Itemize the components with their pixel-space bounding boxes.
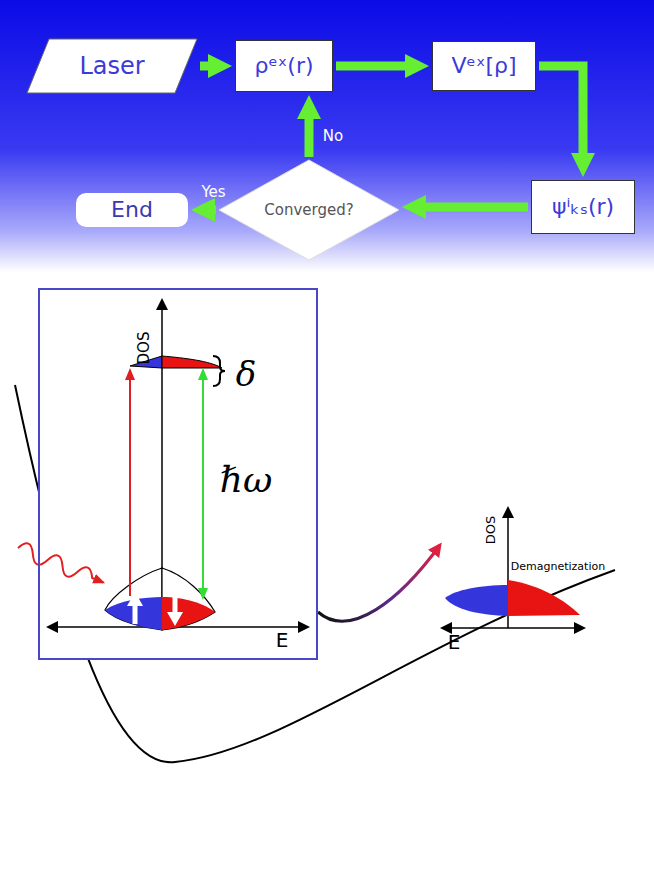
flow-arrow	[336, 62, 409, 71]
demag-spin-down	[508, 580, 580, 616]
photon-energy: ℏω	[220, 462, 273, 498]
flow-arrow	[211, 206, 216, 215]
axis-label: DOS	[484, 516, 497, 545]
node-text: ψⁱₖₛ(r)	[552, 195, 614, 219]
axis-label: DOS	[137, 332, 152, 365]
decision-diamond-shape	[219, 160, 399, 260]
inset-ground	[38, 288, 318, 660]
node-text: Laser	[79, 53, 144, 79]
node-text: ρᵉˣ(r)	[254, 54, 313, 78]
flow-arrow	[422, 203, 528, 212]
transition-arrow	[318, 545, 440, 621]
flow-background	[0, 0, 654, 272]
flow-arrow	[304, 115, 313, 157]
energy-axis-right	[442, 627, 584, 629]
demag-spin-up	[445, 585, 508, 616]
inset-frame: DOS δ ℏωE	[38, 288, 318, 660]
process-box: ρᵉˣ(r)	[235, 40, 333, 92]
laser-wave	[15, 541, 106, 590]
flow-arrow	[200, 62, 212, 71]
node-text: Converged?	[264, 202, 353, 219]
excitation-arrow	[129, 370, 131, 596]
upper-spin-down	[162, 356, 222, 368]
edge-label: No	[323, 129, 343, 144]
node-text: End	[111, 198, 153, 222]
process-box: ψⁱₖₛ(r)	[531, 180, 635, 234]
decision-diamond: Converged?	[219, 160, 399, 260]
lower-outline-right	[162, 568, 215, 630]
axis-label: E	[448, 632, 461, 652]
axis-label: E	[276, 630, 289, 650]
input-parallelogram: Laser	[27, 39, 197, 93]
spin-arrows	[127, 592, 183, 626]
process-box: Vᵉˣ[ρ]	[432, 41, 536, 91]
annotation: Demagnetization	[511, 561, 605, 572]
lower-spin-down	[162, 597, 215, 630]
gap-symbol: δ	[236, 357, 256, 391]
input-parallelogram-shape	[27, 39, 197, 93]
lower-outline-left	[105, 568, 162, 630]
photon-energy-arrow	[202, 370, 204, 598]
node-text: Vᵉˣ[ρ]	[451, 54, 516, 78]
delta-brace	[213, 356, 225, 386]
edge-label: Yes	[201, 185, 225, 200]
flow-arrow	[539, 66, 583, 157]
terminal-box: End	[76, 193, 188, 227]
